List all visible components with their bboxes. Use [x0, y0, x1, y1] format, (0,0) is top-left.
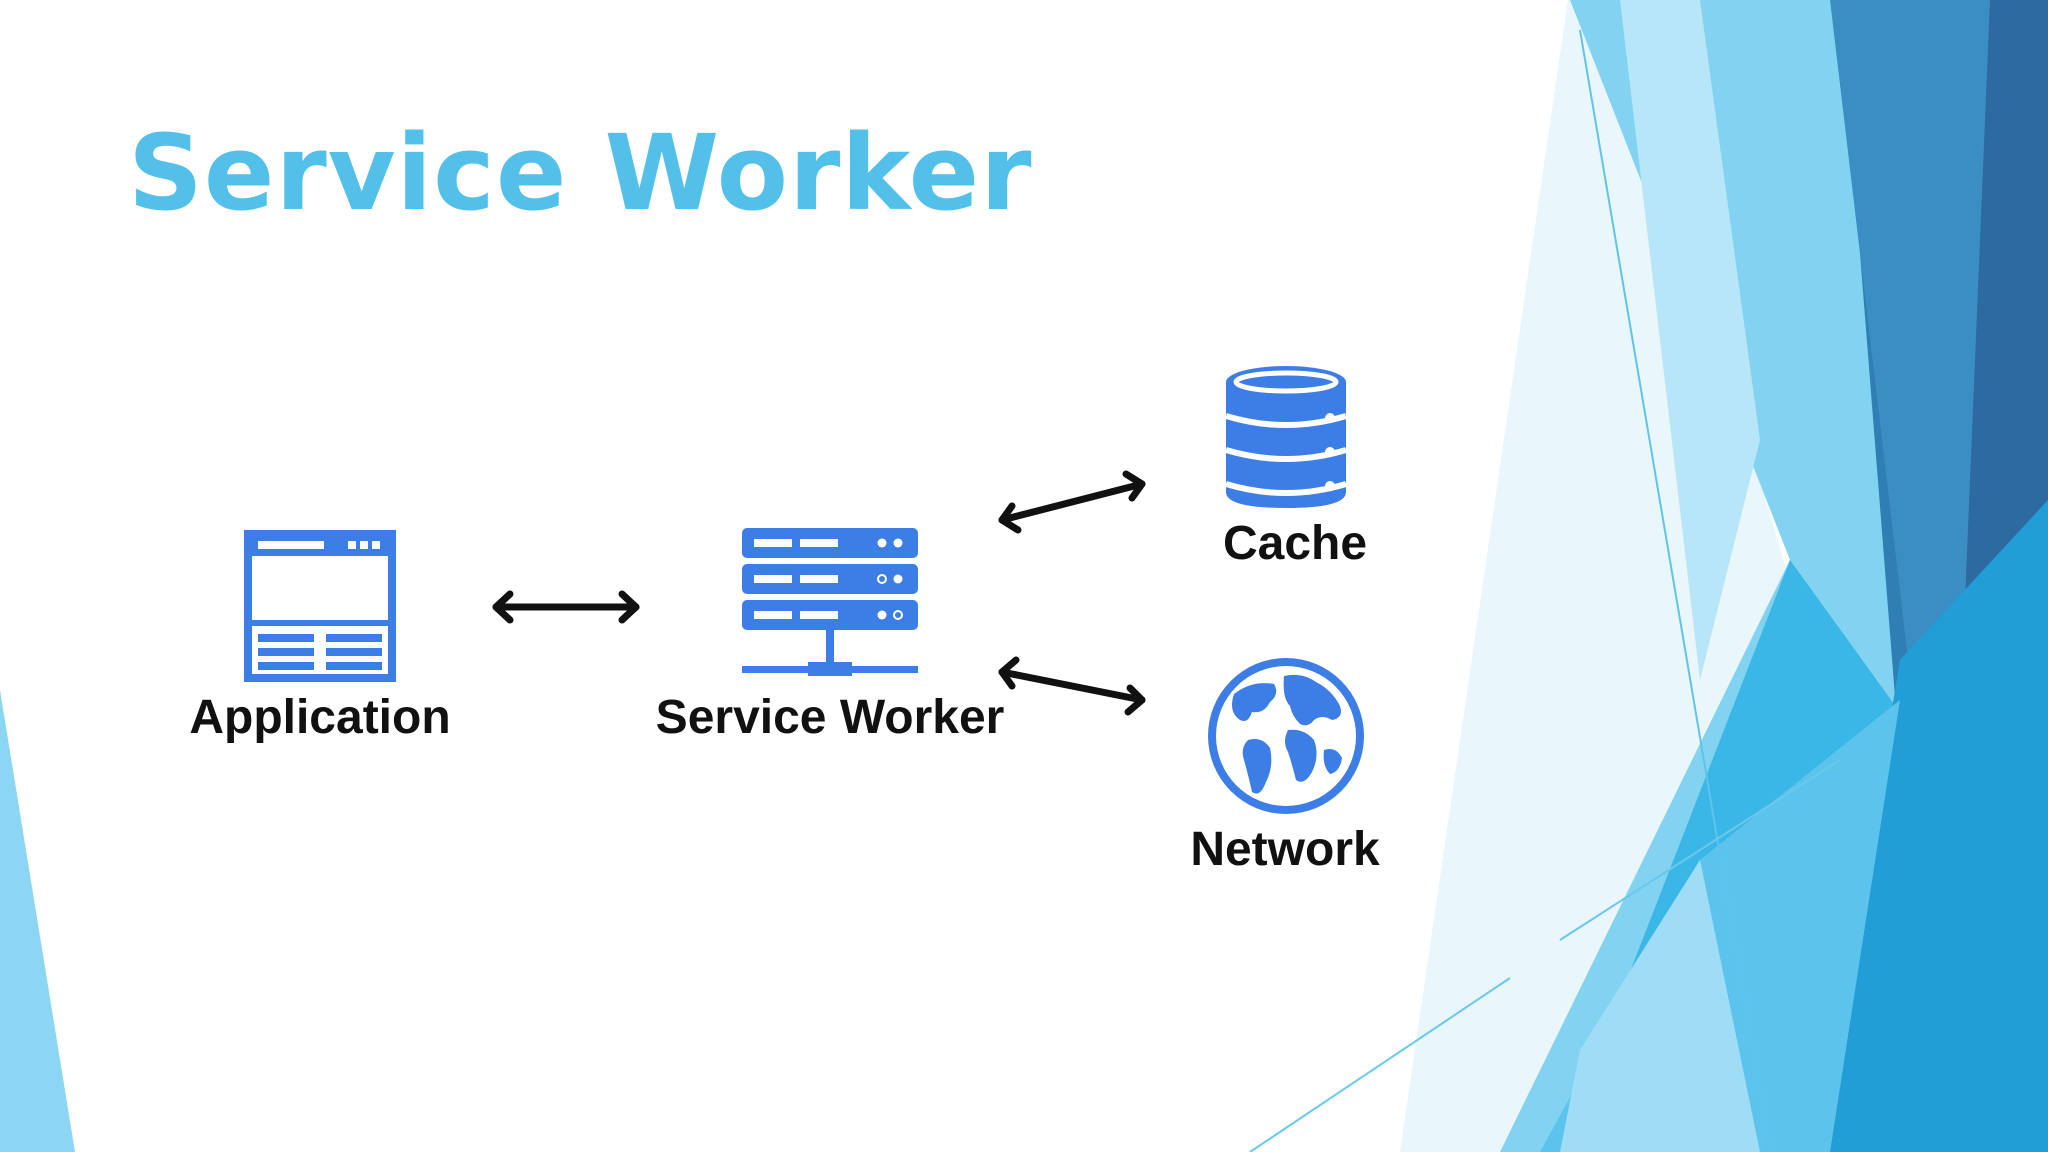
browser-window-icon	[244, 530, 396, 682]
globe-icon	[1208, 658, 1364, 814]
server-stack-icon	[742, 528, 918, 676]
service-worker-label: Service Worker	[655, 691, 1005, 744]
network-label: Network	[1190, 823, 1380, 876]
cache-label: Cache	[1222, 517, 1368, 570]
slide-title: Service Worker	[128, 112, 1033, 234]
application-label: Application	[189, 691, 451, 744]
database-icon	[1225, 366, 1347, 508]
